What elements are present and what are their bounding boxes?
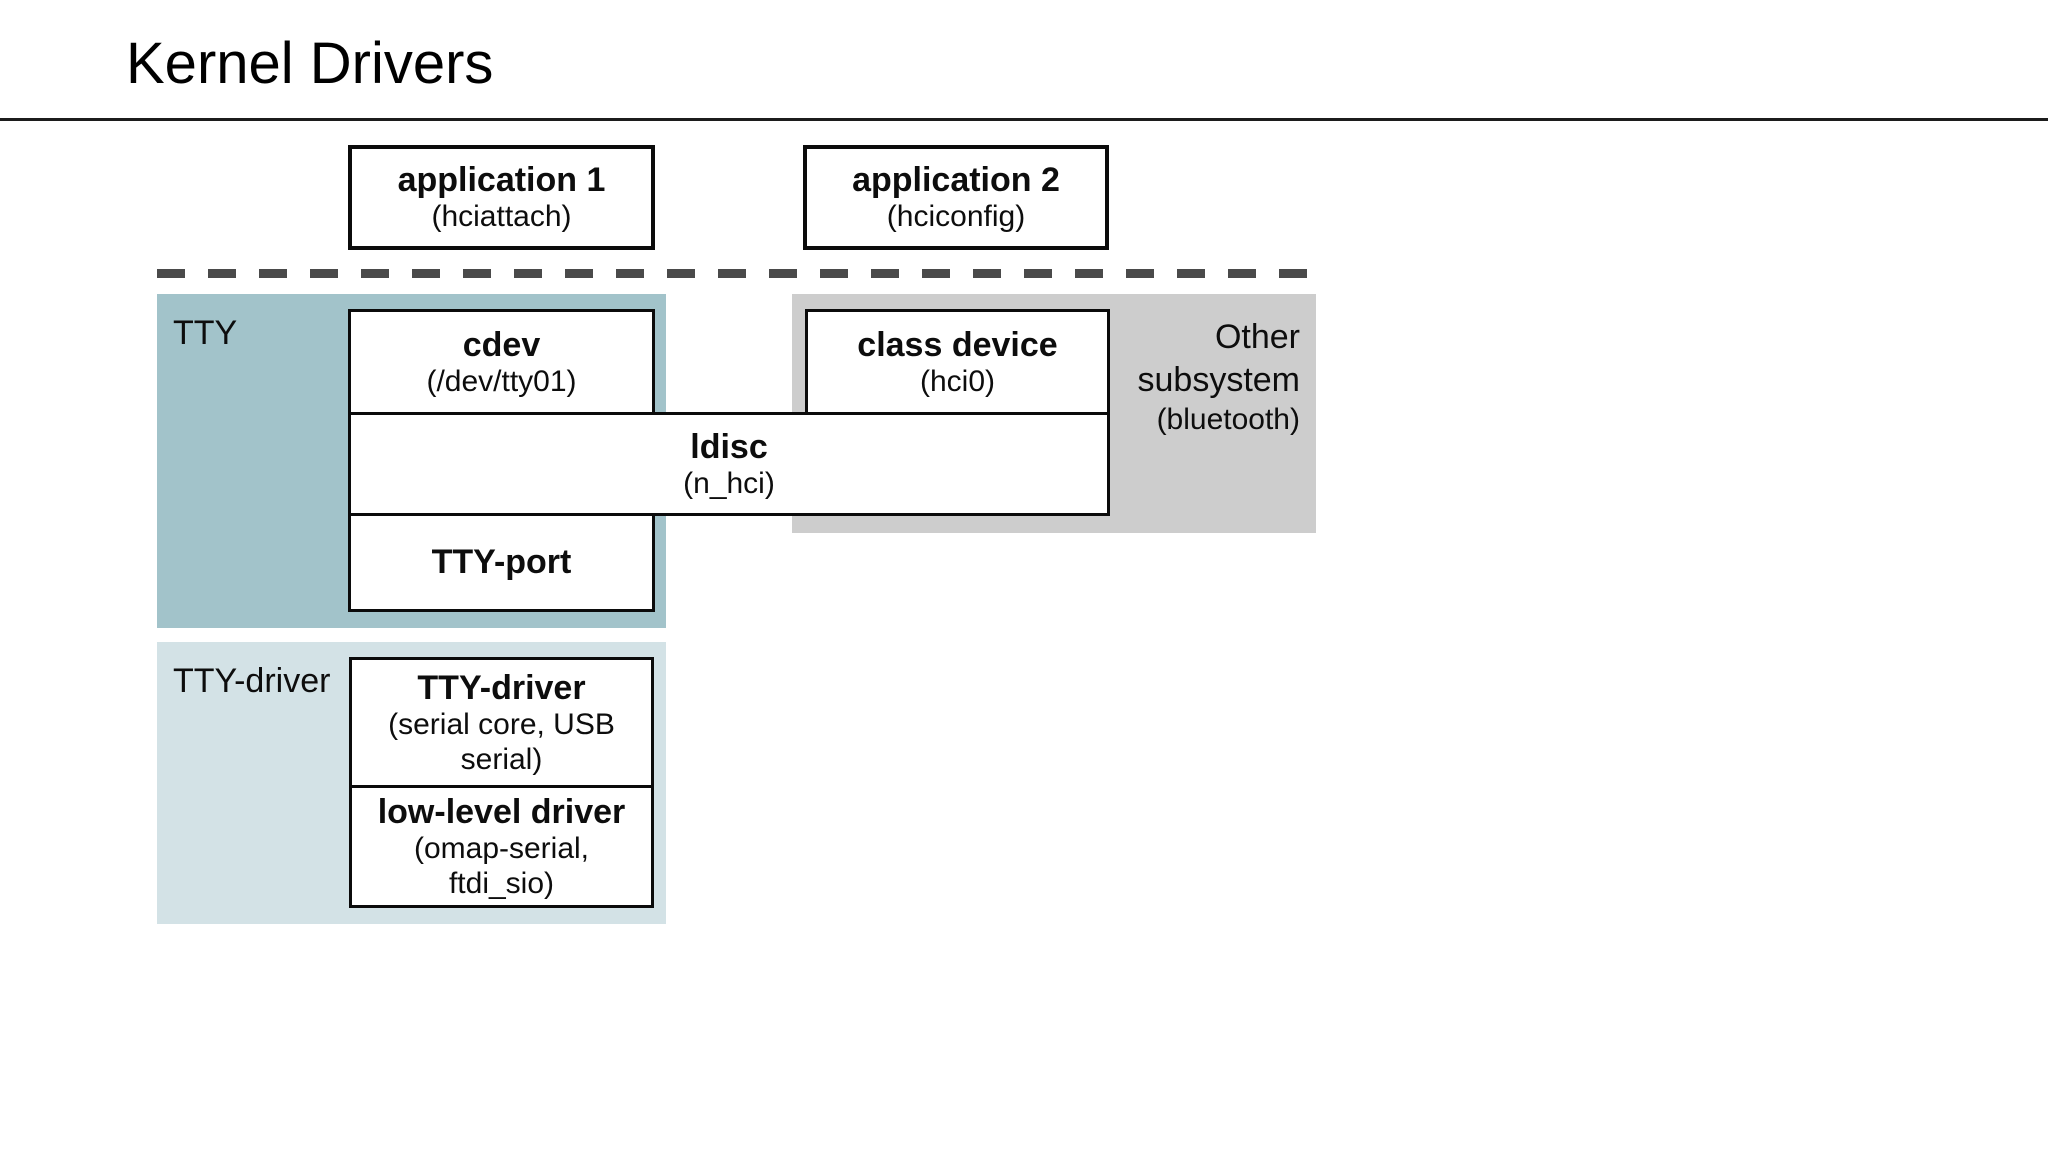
tty-port-box: TTY-port: [348, 513, 655, 612]
class-device-detail: (hci0): [919, 364, 995, 398]
ldisc-name: ldisc: [690, 427, 768, 466]
class-device-name: class device: [857, 325, 1058, 364]
application2-box: application 2 (hciconfig): [803, 145, 1109, 250]
other-subsystem-label: Other subsystem (bluetooth): [1138, 316, 1301, 438]
other-subsystem-detail: (bluetooth): [1156, 402, 1300, 436]
application2-detail: (hciconfig): [886, 200, 1026, 234]
ldisc-detail: (n_hci): [683, 466, 775, 500]
tty-region-label: TTY: [173, 314, 238, 352]
tty-driver-region-label: TTY-driver: [173, 662, 331, 700]
title-divider: [0, 118, 2048, 121]
application1-detail: (hciattach): [431, 200, 572, 234]
low-level-driver-detail: (omap-serial, ftdi_sio): [413, 832, 590, 900]
tty-driver-detail: (serial core, USB serial): [388, 708, 615, 776]
tty-driver-box: TTY-driver (serial core, USB serial): [349, 657, 654, 788]
class-device-box: class device (hci0): [805, 309, 1110, 415]
application2-name: application 2: [852, 161, 1060, 200]
other-subsystem-line2: subsystem: [1137, 360, 1301, 399]
user-kernel-boundary-dashed-line: [157, 269, 1327, 278]
application1-box: application 1 (hciattach): [348, 145, 655, 250]
tty-driver-name: TTY-driver: [417, 668, 586, 707]
tty-port-name: TTY-port: [431, 543, 572, 582]
low-level-driver-name: low-level driver: [377, 792, 626, 831]
low-level-driver-box: low-level driver (omap-serial, ftdi_sio): [349, 785, 654, 908]
cdev-box: cdev (/dev/tty01): [348, 309, 655, 415]
application1-name: application 1: [397, 161, 606, 200]
page-title: Kernel Drivers: [126, 31, 494, 96]
cdev-detail: (/dev/tty01): [426, 364, 577, 398]
ldisc-box: ldisc (n_hci): [348, 412, 1110, 516]
cdev-name: cdev: [462, 325, 541, 364]
other-subsystem-line1: Other: [1214, 318, 1300, 356]
